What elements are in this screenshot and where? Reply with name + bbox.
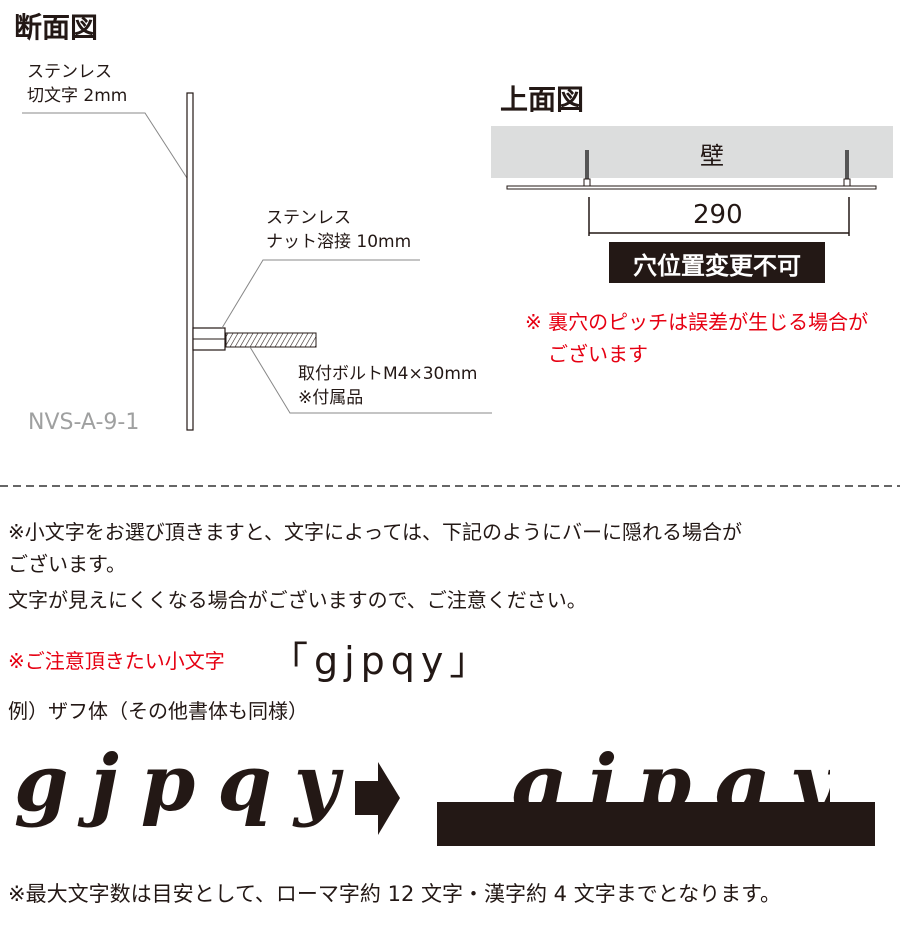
bolt [225, 332, 317, 348]
letter-plate [186, 92, 194, 431]
wall-label: 壁 [700, 142, 724, 170]
letter-material-label: ステンレス 切文字 2mm [27, 60, 127, 108]
sign-plate [506, 185, 877, 190]
label-line: 切文字 2mm [27, 86, 128, 106]
pitch-dimension: 290 [693, 200, 743, 230]
arrow-right-icon [355, 762, 400, 835]
sample-letters-clipped: gjpqy [510, 738, 830, 802]
sample-letters-full: gjpqy [14, 738, 362, 829]
caution-letters: 「gjpqy」 [270, 639, 494, 683]
label-line: 取付ボルトM4×30mm [298, 364, 478, 384]
top-diagram [491, 126, 893, 283]
notice-line: 文字が見えにくくなる場合がございますので、ご注意ください。 [8, 588, 587, 612]
example-label: 例）ザフ体（その他書体も同様） [8, 699, 308, 723]
leader-line [22, 112, 188, 179]
caution-label: ※ご注意頂きたい小文字 [8, 649, 225, 673]
sample-letters-hidden-by-bar: gjpqy [510, 700, 830, 802]
label-line: ナット溶接 10mm [266, 232, 412, 252]
notice-text: ※小文字をお選び頂きますと、文字によっては、下記のようにバーに隠れる場合が ござ… [8, 514, 742, 618]
nut-label: ステンレス ナット溶接 10mm [266, 206, 411, 254]
model-code: NVS-A-9-1 [28, 410, 140, 435]
label-line: ステンレス [27, 62, 112, 82]
note-line: ※ 裏穴のピッチは誤差が生じる場合が [525, 310, 869, 334]
max-characters-note: ※最大文字数は目安として、ローマ字約 12 文字・漢字約 4 文字までとなります… [8, 882, 781, 906]
warning-badge-bg [609, 242, 825, 283]
notice-line: ございます。 [8, 552, 126, 576]
leader-line [221, 259, 420, 329]
leader-line [249, 346, 492, 414]
bolt-label: 取付ボルトM4×30mm ※付属品 [298, 362, 477, 410]
dimension-line [588, 197, 850, 236]
notice-line: ※小文字をお選び頂きますと、文字によっては、下記のようにバーに隠れる場合が [8, 520, 742, 544]
label-line: ステンレス [266, 208, 351, 228]
mounting-bar [437, 802, 875, 846]
label-line: ※付属品 [298, 388, 364, 408]
bolt-right [843, 150, 851, 187]
section-diagram [22, 92, 492, 431]
note-line: ございます [548, 342, 648, 366]
top-view-title: 上面図 [500, 83, 585, 116]
section-view-title: 断面図 [14, 11, 99, 44]
pitch-note: ※ 裏穴のピッチは誤差が生じる場合が ございます [525, 306, 868, 370]
wall [491, 126, 893, 178]
bolt-left [583, 150, 591, 187]
warning-badge: 穴位置変更不可 [633, 252, 801, 280]
